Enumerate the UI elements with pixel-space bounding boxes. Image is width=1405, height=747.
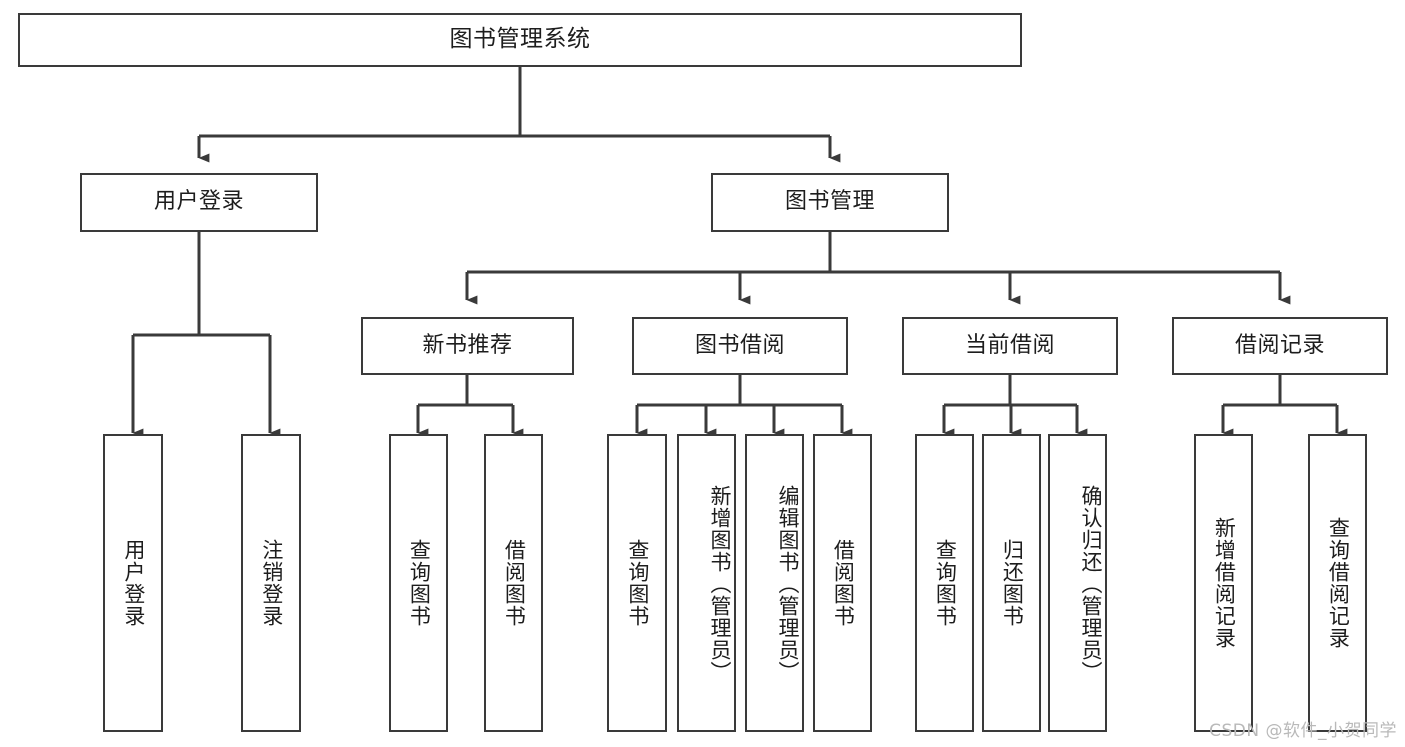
node-label: 用户登录 — [153, 189, 244, 215]
node-label: 查询图书 — [625, 539, 650, 627]
node-book-borrow[interactable]: 图书借阅 — [632, 317, 848, 375]
node-label: 图书借阅 — [694, 332, 785, 358]
node-label: 编辑图书（管理员） — [776, 485, 800, 683]
node-label: 确认归还（管理员） — [1079, 485, 1103, 683]
leaf-book-borrow-edit-admin[interactable]: 编辑图书（管理员） — [745, 434, 804, 732]
leaf-borrow-record-add[interactable]: 新增借阅记录 — [1194, 434, 1253, 732]
node-label: 图书管理系统 — [449, 26, 591, 53]
node-label: 图书管理 — [784, 189, 875, 215]
leaf-current-borrow-return[interactable]: 归还图书 — [982, 434, 1041, 732]
node-label: 用户登录 — [121, 539, 146, 627]
node-label: 查询图书 — [407, 539, 432, 627]
node-label: 注销登录 — [259, 539, 284, 627]
node-label: 借阅图书 — [831, 539, 856, 627]
node-label: 新书推荐 — [422, 332, 513, 358]
node-label: 查询图书 — [933, 539, 958, 627]
leaf-user-login-logout[interactable]: 注销登录 — [241, 434, 301, 732]
node-root-book-management-system[interactable]: 图书管理系统 — [18, 13, 1022, 67]
node-label: 借阅图书 — [502, 539, 527, 627]
node-new-book-recommend[interactable]: 新书推荐 — [361, 317, 574, 375]
leaf-book-borrow-query[interactable]: 查询图书 — [607, 434, 667, 732]
leaf-book-borrow-borrow[interactable]: 借阅图书 — [813, 434, 872, 732]
node-label: 借阅记录 — [1234, 332, 1325, 358]
node-label: 当前借阅 — [964, 332, 1055, 358]
leaf-current-borrow-query[interactable]: 查询图书 — [915, 434, 974, 732]
leaf-current-borrow-confirm-return-admin[interactable]: 确认归还（管理员） — [1048, 434, 1107, 732]
leaf-book-borrow-add-admin[interactable]: 新增图书（管理员） — [677, 434, 736, 732]
watermark-text: CSDN @软件_小贺同学 — [1209, 721, 1397, 741]
node-label: 新增图书（管理员） — [708, 485, 732, 683]
node-borrow-record[interactable]: 借阅记录 — [1172, 317, 1388, 375]
node-label: 归还图书 — [1000, 539, 1025, 627]
node-label: 新增借阅记录 — [1212, 517, 1237, 649]
node-user-login[interactable]: 用户登录 — [80, 173, 318, 232]
node-book-management[interactable]: 图书管理 — [711, 173, 949, 232]
leaf-borrow-record-query[interactable]: 查询借阅记录 — [1308, 434, 1367, 732]
node-current-borrow[interactable]: 当前借阅 — [902, 317, 1118, 375]
leaf-new-book-borrow[interactable]: 借阅图书 — [484, 434, 543, 732]
leaf-user-login-login[interactable]: 用户登录 — [103, 434, 163, 732]
leaf-new-book-query[interactable]: 查询图书 — [389, 434, 448, 732]
node-label: 查询借阅记录 — [1326, 517, 1351, 649]
